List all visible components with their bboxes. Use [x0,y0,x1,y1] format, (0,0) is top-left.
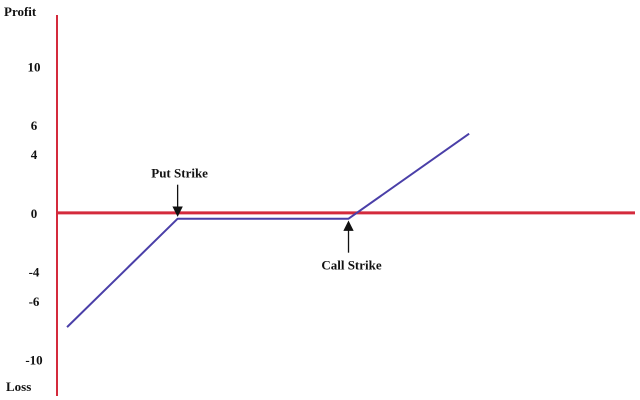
y-tick-label: -10 [25,352,42,367]
y-tick-labels: 10 6 4 0 -4 -6 -10 [25,59,42,367]
y-axis-title-loss: Loss [6,379,31,394]
y-tick-label: 6 [31,118,38,133]
y-tick-label: -6 [29,294,40,309]
y-tick-label: 10 [28,59,41,74]
y-axis-title-profit: Profit [4,4,37,19]
series-group [66,132,470,328]
y-tick-label: -4 [29,264,40,279]
payoff-series-line [66,132,470,328]
annotation-label: Call Strike [321,258,382,273]
y-tick-label: 0 [31,206,38,221]
y-tick-label: 4 [31,147,38,162]
annotation-label: Put Strike [151,166,208,181]
